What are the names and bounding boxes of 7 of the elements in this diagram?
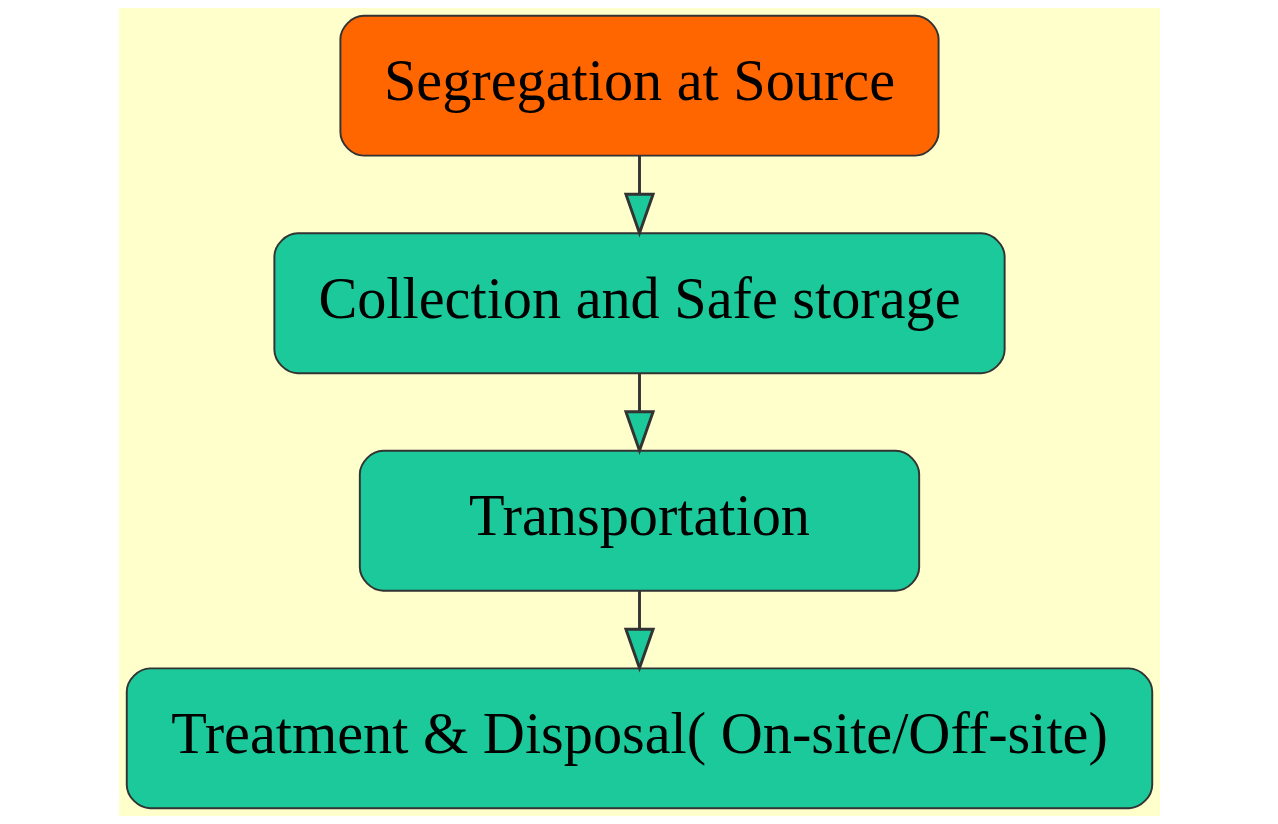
arrow [623, 590, 655, 673]
node-box: Transportation [358, 449, 920, 592]
node-box: Collection and Safe storage [272, 232, 1006, 375]
node-box: Treatment & Disposal( On-site/Off-site) [125, 667, 1153, 810]
arrow [623, 155, 655, 238]
node-box: Segregation at Source [338, 14, 940, 157]
arrow [623, 373, 655, 455]
